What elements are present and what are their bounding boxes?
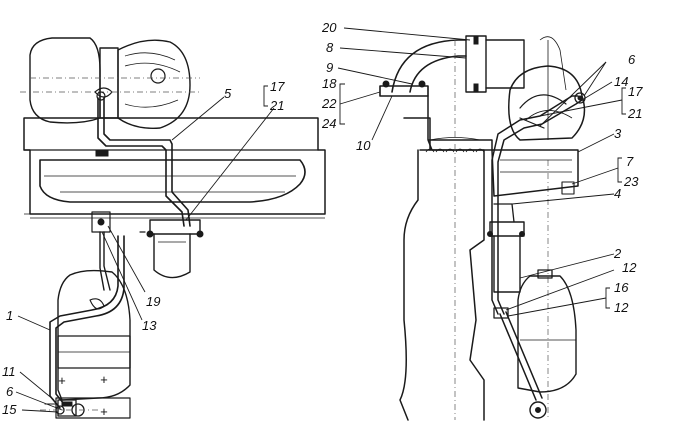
elbow-pipe bbox=[379, 35, 525, 97]
callout-6-left: 6 bbox=[6, 384, 14, 399]
svg-text:+: + bbox=[100, 404, 108, 419]
callout-15: 15 bbox=[2, 402, 17, 417]
callout-22: 22 bbox=[321, 96, 337, 111]
callout-12-lower: 12 bbox=[614, 300, 629, 315]
svg-text:+: + bbox=[58, 373, 66, 388]
callout-9: 9 bbox=[326, 60, 333, 75]
callout-23: 23 bbox=[623, 174, 639, 189]
callout-2: 2 bbox=[613, 246, 622, 261]
turbocharger bbox=[20, 37, 200, 129]
right-view bbox=[379, 35, 586, 421]
callout-17-left: 17 bbox=[270, 79, 285, 94]
tank-left: + + + bbox=[55, 269, 131, 419]
callout-14: 14 bbox=[614, 74, 628, 89]
svg-text:+: + bbox=[100, 372, 108, 387]
callout-5: 5 bbox=[224, 86, 232, 101]
callout-4: 4 bbox=[614, 186, 621, 201]
callout-3: 3 bbox=[614, 126, 622, 141]
valve-cover-right bbox=[491, 149, 579, 197]
callout-18: 18 bbox=[322, 76, 337, 91]
callout-17-right: 17 bbox=[628, 84, 643, 99]
callout-13: 13 bbox=[142, 318, 157, 333]
oil-pipe-left bbox=[95, 91, 191, 227]
callout-21-right: 21 bbox=[627, 106, 642, 121]
leader-lines bbox=[15, 27, 626, 413]
return-line bbox=[49, 235, 125, 409]
callout-21-left: 21 bbox=[269, 98, 284, 113]
callout-10: 10 bbox=[356, 138, 371, 153]
callout-1: 1 bbox=[6, 308, 13, 323]
callout-20: 20 bbox=[321, 20, 337, 35]
callout-16: 16 bbox=[614, 280, 629, 295]
callout-12-upper: 12 bbox=[622, 260, 637, 275]
callout-labels: 5 17 21 19 13 1 11 6 15 18 22 24 20 8 9 … bbox=[2, 20, 643, 417]
lower-tube-left bbox=[91, 211, 111, 291]
callout-6-right: 6 bbox=[628, 52, 636, 67]
engine-block-left bbox=[23, 117, 326, 219]
callout-24: 24 bbox=[321, 116, 336, 131]
left-view: + + + bbox=[20, 37, 326, 419]
callout-11: 11 bbox=[2, 364, 16, 379]
oil-lines-right bbox=[491, 92, 586, 315]
oil-filter bbox=[139, 219, 204, 279]
callout-19: 19 bbox=[146, 294, 160, 309]
canister-right bbox=[517, 269, 577, 393]
callout-8: 8 bbox=[326, 40, 334, 55]
drain-rod bbox=[493, 307, 547, 419]
callout-7: 7 bbox=[626, 154, 634, 169]
engine-block-right bbox=[399, 40, 549, 421]
fitting-bottom-left bbox=[40, 399, 100, 417]
